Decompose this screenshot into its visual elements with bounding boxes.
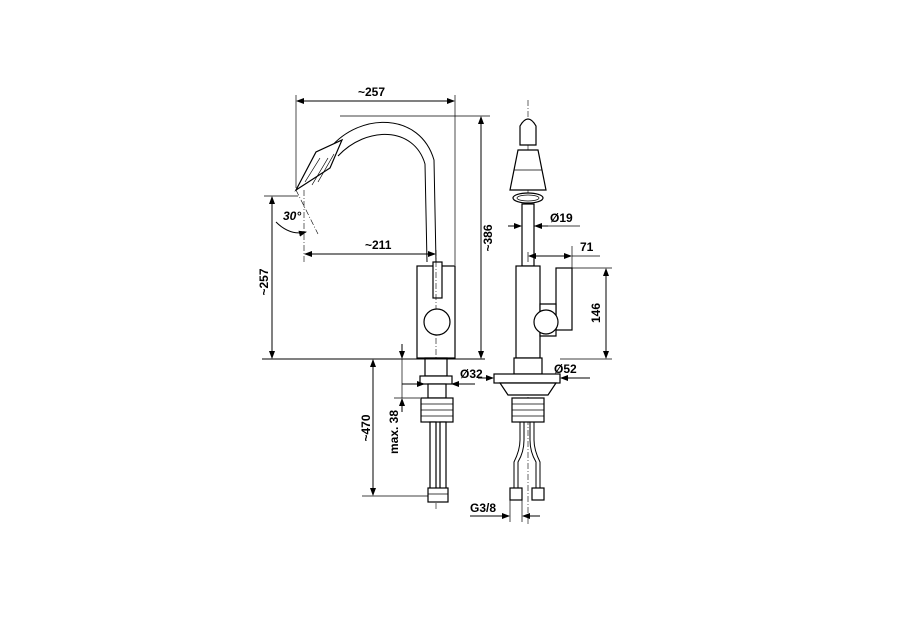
spout-arc [329, 121, 437, 263]
dim-spout-diam-label: Ø19 [550, 211, 573, 225]
front-body [515, 265, 541, 359]
lever-knob [423, 308, 451, 336]
dim-handle-len-label: 71 [580, 240, 594, 254]
dim-thread-label: G3/8 [470, 501, 496, 515]
dim-height-label: ~386 [481, 224, 495, 251]
dim-base-diam-label: Ø32 [460, 367, 483, 381]
front-handle [555, 267, 573, 331]
dim-hose-label: ~470 [359, 414, 373, 441]
spout-tip [519, 118, 537, 146]
dim-reach-label: ~211 [365, 238, 392, 252]
dim-left-height-label: ~257 [257, 268, 271, 295]
spray-ring [512, 192, 544, 204]
dim-plate-diam-label: Ø52 [554, 362, 577, 376]
hose-right [439, 421, 447, 491]
dim-max-label: max. 38 [387, 410, 401, 454]
base-plate [493, 373, 561, 384]
side-view: ~257 ~386 ~257 30° ~211 Ø32 ~470 max. 38 [257, 85, 495, 510]
front-hoses [513, 422, 541, 488]
dim-handle-height-label: 146 [589, 303, 603, 323]
spray-head [294, 138, 344, 192]
hose-left [429, 421, 437, 491]
angle-label: 30° [283, 209, 301, 223]
front-view: Ø19 71 146 Ø52 G3/8 [470, 100, 612, 525]
dim-width-label: ~257 [358, 85, 385, 99]
